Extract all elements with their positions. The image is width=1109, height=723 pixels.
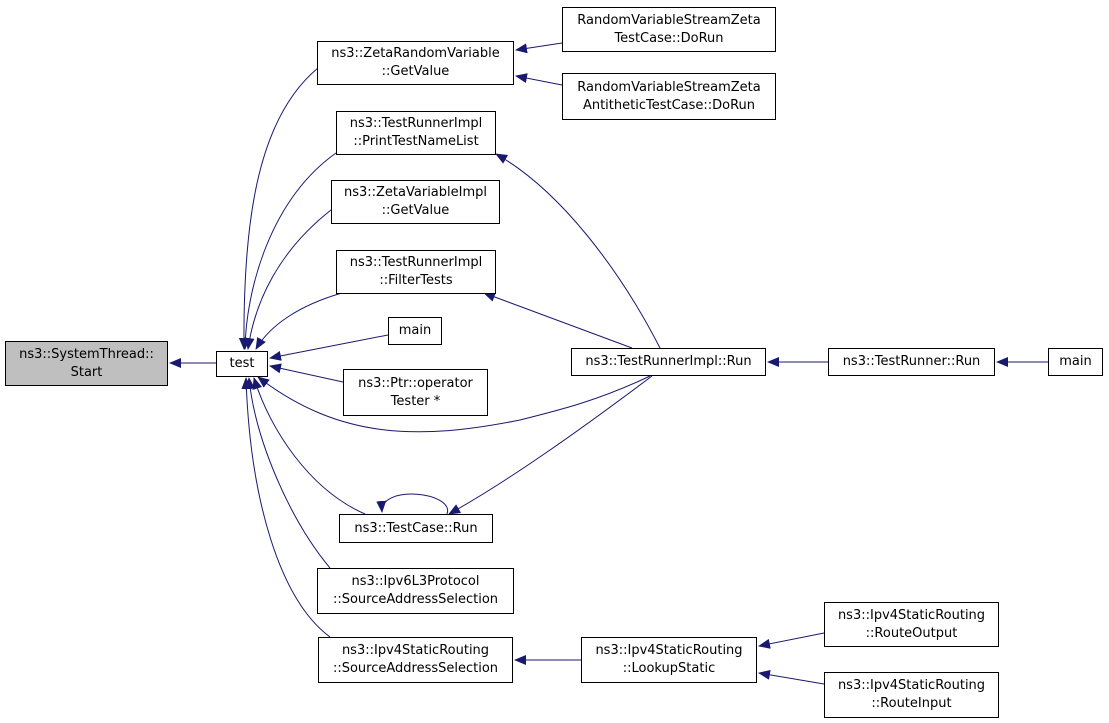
node-testrunner-run[interactable]: ns3::TestRunner::Run: [828, 348, 995, 376]
node-ipv6l3-sas[interactable]: ns3::Ipv6L3Protocol::SourceAddressSelect…: [317, 568, 514, 614]
node-zvi-getvalue[interactable]: ns3::ZetaVariableImpl::GetValue: [331, 180, 500, 224]
node-label-line: AntitheticTestCase::DoRun: [582, 97, 756, 113]
node-start: ns3::SystemThread::Start: [5, 341, 168, 386]
edge-rvs_zeta_anti_dorun-to-zrv_getvalue: [515, 73, 563, 86]
node-label-line: ::PrintTestNameList: [353, 134, 479, 149]
node-test[interactable]: test: [216, 351, 268, 377]
node-print-test-name-list[interactable]: ns3::TestRunnerImpl::PrintTestNameList: [336, 111, 496, 155]
edge-ipv4sr_sas-to-test: [241, 377, 331, 638]
node-label-line: ns3::Ipv4StaticRouting: [837, 678, 986, 693]
node-label-line: ns3::ZetaVariableImpl: [343, 185, 487, 200]
edge-testrunnerimpl_run-to-testcase_run: [448, 375, 653, 515]
node-label-line: ns3::ZetaRandomVariable: [331, 46, 500, 61]
node-label-line: main: [1059, 354, 1092, 369]
edge-rvs_zeta_dorun-to-zrv_getvalue: [515, 42, 563, 54]
node-label-line: ns3::Ipv4StaticRouting: [341, 643, 490, 658]
node-label-line: ::GetValue: [381, 64, 450, 79]
node-label-line: test: [229, 356, 255, 371]
edge-testrunnerimpl_run-to-test: [257, 375, 651, 433]
edge-testcase_run-to-test: [252, 377, 366, 515]
node-label-line: ns3::TestRunnerImpl::Run: [585, 354, 752, 369]
edge-testcase_run-to-testcase_run: [376, 493, 448, 515]
edge-ptr_operator-to-test: [269, 363, 344, 383]
node-ipv4sr-routeoutput[interactable]: ns3::Ipv4StaticRouting::RouteOutput: [824, 602, 999, 647]
node-label-line: ::RouteInput: [871, 696, 952, 711]
edge-ipv6l3_sas-to-test: [245, 377, 331, 569]
node-label-line: Start: [70, 364, 103, 380]
node-label-line: ns3::Ipv4StaticRouting: [595, 643, 743, 658]
node-label-line: ::FilterTests: [379, 273, 453, 288]
node-label-line: ::GetValue: [381, 203, 450, 218]
edge-testrunnerimpl_run-to-print_test_name_list: [495, 153, 661, 349]
edge-ipv4sr_routeinput-to-ipv4sr_lookup: [758, 669, 825, 685]
node-label-line: ns3::TestRunner::Run: [842, 354, 981, 369]
node-label-line: ns3::Ipv4StaticRouting: [837, 607, 986, 623]
node-label-line: ns3::Ipv6L3Protocol: [351, 574, 480, 589]
node-filter-tests[interactable]: ns3::TestRunnerImpl::FilterTests: [336, 250, 496, 294]
node-label-line: ns3::SystemThread::: [19, 346, 154, 362]
node-label-line: ::RouteOutput: [865, 625, 958, 641]
node-label-line: Tester *: [390, 393, 441, 409]
node-label-line: ns3::Ptr::operator: [358, 375, 473, 391]
edge-main1-to-test: [269, 334, 389, 361]
edge-zvi_getvalue-to-test: [244, 209, 332, 350]
node-label-line: ::LookupStatic: [622, 661, 716, 676]
edge-filter_tests-to-test: [255, 292, 343, 350]
node-label-line: TestCase::DoRun: [614, 30, 724, 46]
node-testcase-run[interactable]: ns3::TestCase::Run: [339, 514, 493, 543]
node-ipv4sr-lookup[interactable]: ns3::Ipv4StaticRouting::LookupStatic: [581, 637, 757, 683]
node-ipv4sr-routeinput[interactable]: ns3::Ipv4StaticRouting::RouteInput: [824, 672, 999, 718]
edge-testrunnerimpl_run-to-filter_tests: [483, 292, 633, 349]
node-label-line: ns3::TestRunnerImpl: [349, 116, 483, 131]
node-label-line: ns3::TestRunnerImpl: [349, 255, 483, 270]
node-label-line: RandomVariableStreamZeta: [577, 12, 761, 28]
node-ipv4sr-sas[interactable]: ns3::Ipv4StaticRouting::SourceAddressSel…: [318, 637, 513, 683]
node-main1[interactable]: main: [388, 317, 442, 345]
node-label-line: ::SourceAddressSelection: [332, 592, 499, 607]
node-label-line: ::SourceAddressSelection: [332, 661, 499, 676]
node-zrv-getvalue[interactable]: ns3::ZetaRandomVariable::GetValue: [317, 41, 514, 85]
node-main2[interactable]: main: [1048, 348, 1103, 376]
node-label-line: RandomVariableStreamZeta: [577, 79, 761, 95]
node-label-line: main: [398, 323, 432, 338]
node-label-line: ns3::TestCase::Run: [354, 520, 478, 536]
edge-print_test_name_list-to-test: [240, 152, 337, 350]
edge-ipv4sr_routeoutput-to-ipv4sr_lookup: [758, 632, 825, 649]
edge-zrv_getvalue-to-test: [238, 67, 319, 350]
node-testrunnerimpl-run[interactable]: ns3::TestRunnerImpl::Run: [571, 348, 766, 376]
